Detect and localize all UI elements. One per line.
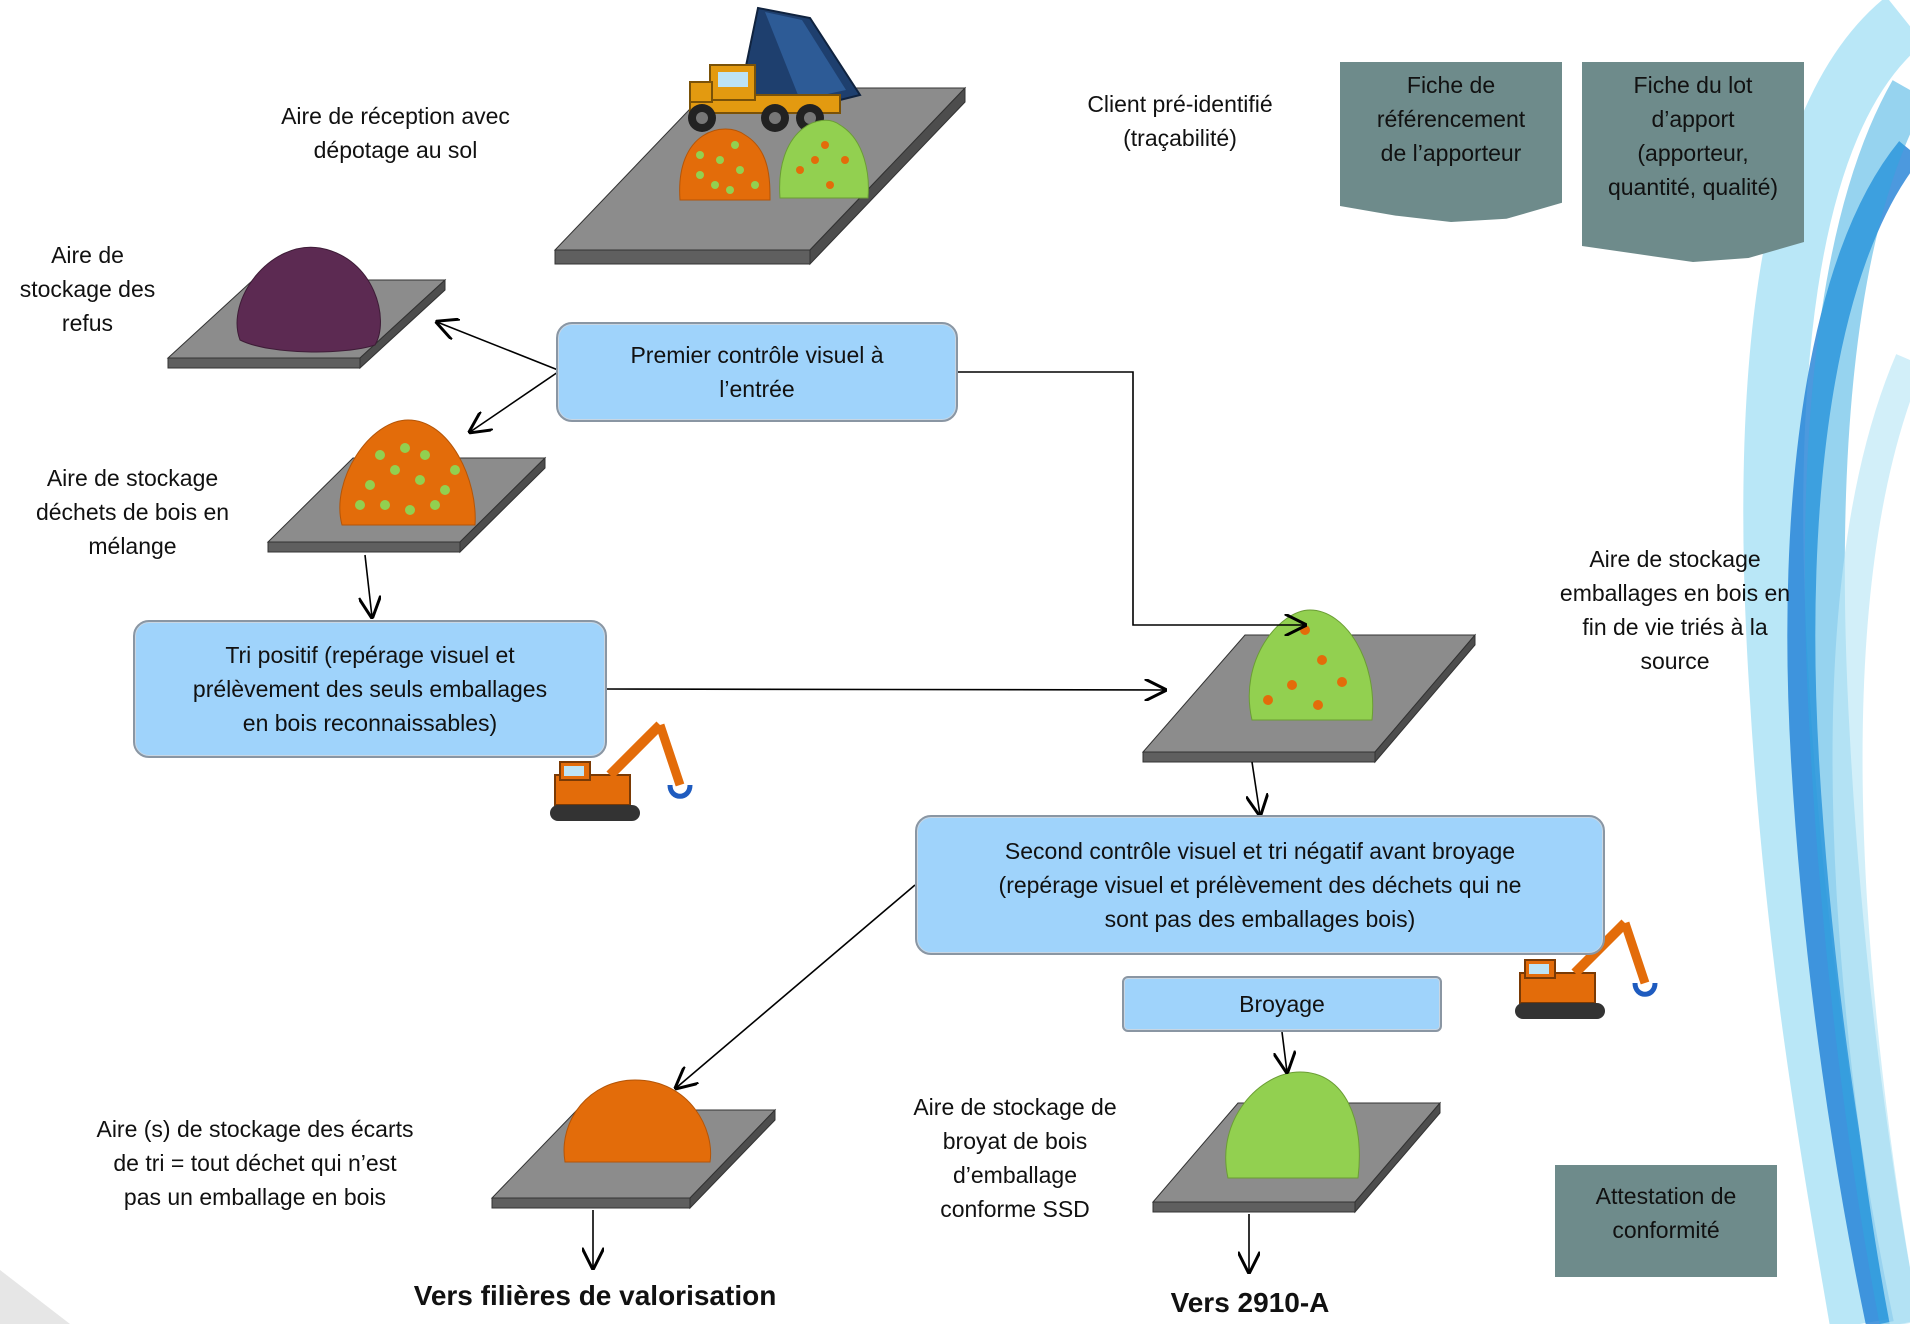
arrow-premier-to-emballages: [957, 371, 1305, 625]
fiche-referencement-doc: Fiche de référencement de l’apporteur: [1340, 62, 1562, 222]
reception-green-pile: [779, 119, 869, 199]
arrow-premier-to-refus: [437, 322, 559, 371]
ecarts-platform: [490, 1079, 777, 1210]
premier-controle-step: Premier contrôle visuel à l’entrée: [556, 322, 958, 422]
melange-platform: [266, 419, 547, 554]
excavator-icon: [550, 721, 693, 821]
emballages-platform: [1141, 609, 1477, 764]
arrow-premier-to-melange: [470, 371, 559, 432]
reception-orange-pile: [679, 128, 771, 201]
second-controle-step: Second contrôle visuel et tri négatif av…: [915, 815, 1605, 955]
arrow-broyage-to-broyat: [1282, 1031, 1287, 1072]
valorisation-output-label: Vers filières de valorisation: [413, 1280, 777, 1311]
tri-positif-step: Tri positif (repérage visuel et prélèvem…: [133, 620, 607, 758]
arrow-melange-to-tri: [365, 554, 372, 617]
attestation-doc: Attestation de conformité: [1555, 1165, 1777, 1277]
excavator-icon: [1515, 919, 1658, 1019]
decorative-swirl: [1743, 0, 1910, 1324]
fiche-lot-doc: Fiche du lot d’apport (apporteur, quanti…: [1582, 62, 1804, 262]
flow-arrows: [365, 322, 1305, 1272]
melange-area-label: Aire de stockage déchets de bois en méla…: [35, 465, 230, 559]
refus-area-label: Aire de stockage des refus: [19, 242, 156, 336]
broyat-area-label: Aire de stockage de broyat de bois d’emb…: [913, 1094, 1117, 1222]
reception-area-label: Aire de réception avec dépotage au sol: [281, 103, 510, 163]
bottom-left-corner-shape: [0, 1270, 70, 1324]
ecarts-area-label: Aire (s) de stockage des écarts de tri =…: [96, 1116, 414, 1210]
arrow-emballages-to-second: [1252, 761, 1260, 815]
refus-platform: [166, 246, 447, 370]
client-label: Client pré-identifié (traçabilité): [1087, 91, 1273, 151]
arrow-tri-to-emballages: [604, 689, 1165, 690]
emballages-area-label: Aire de stockage emballages en bois en f…: [1559, 546, 1791, 674]
dump-truck-icon: [688, 6, 862, 132]
broyat-platform: [1151, 1071, 1442, 1214]
arrow-second-to-ecarts: [676, 884, 916, 1088]
broyage-step: Broyage: [1122, 976, 1442, 1032]
a2910-output-label: Vers 2910-A: [1170, 1287, 1330, 1318]
